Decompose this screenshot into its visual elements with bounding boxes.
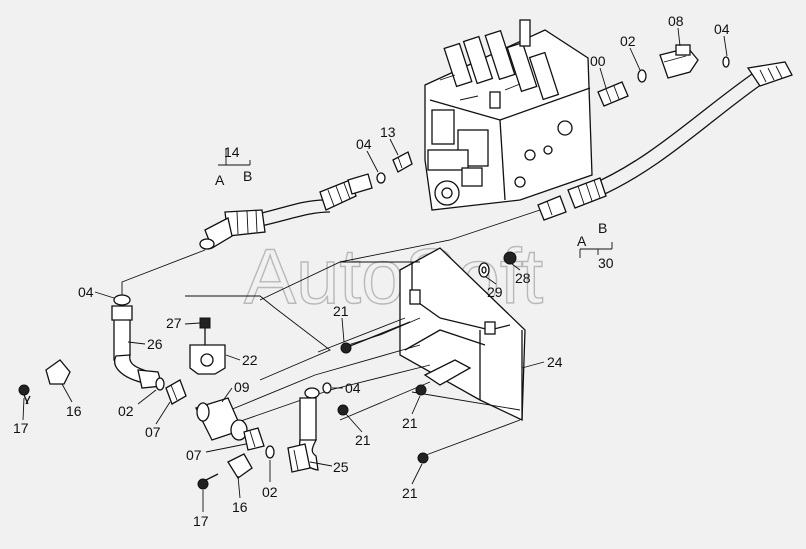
label-02-lower: 02 [262, 484, 278, 500]
o-ring-02-top [637, 69, 647, 83]
bolt-21-mid [337, 404, 349, 416]
fitting-07-left [165, 379, 187, 405]
label-21-top: 21 [333, 303, 349, 319]
label-04-left: 04 [78, 284, 94, 300]
label-22: 22 [242, 352, 258, 368]
control-valve [424, 19, 593, 211]
fitting-07-lower [243, 427, 265, 451]
clip-16-lower [227, 453, 253, 479]
label-24: 24 [547, 354, 563, 370]
pipe-25 [287, 387, 320, 473]
callout-labels: 08 04 00 02 13 04 14 A B A B 30 29 28 04… [13, 13, 730, 529]
hose-30 [537, 61, 793, 221]
label-04-top-right: 04 [714, 21, 730, 37]
nut-28 [503, 251, 517, 265]
label-29: 29 [487, 284, 503, 300]
label-02-left: 02 [118, 403, 134, 419]
label-27: 27 [166, 315, 182, 331]
label-leaders [22, 27, 728, 512]
label-21-mid-right: 21 [402, 415, 418, 431]
label-13: 13 [380, 124, 396, 140]
pipe-26 [111, 294, 163, 389]
label-28: 28 [515, 270, 531, 286]
fitting-08 [659, 44, 699, 79]
label-16-lower: 16 [232, 499, 248, 515]
clip-16-left [45, 359, 71, 385]
bolt-21-top [340, 321, 411, 354]
label-A-left: A [215, 172, 225, 188]
leader-lines [121, 148, 613, 459]
o-ring-04-mid [376, 172, 386, 184]
label-09: 09 [234, 379, 250, 395]
label-26: 26 [147, 336, 163, 352]
coupling-09 [195, 397, 248, 441]
bracket-24 [399, 247, 526, 422]
o-ring-04-top [722, 56, 730, 68]
clamp-22 [189, 344, 226, 375]
hose-14 [199, 173, 373, 250]
label-16-left: 16 [66, 403, 82, 419]
label-02-top: 02 [620, 33, 636, 49]
o-ring-04-lower [322, 382, 332, 394]
label-00: 00 [590, 53, 606, 69]
label-21-bottom: 21 [402, 485, 418, 501]
label-30: 30 [598, 255, 614, 271]
label-07-left: 07 [145, 424, 161, 440]
bolt-17-lower [197, 473, 219, 490]
label-17-left: 17 [13, 420, 29, 436]
bolt-21-mid-right [415, 384, 427, 396]
label-14: 14 [224, 144, 240, 160]
bolt-21-bottom [417, 452, 429, 464]
label-A-right: A [577, 233, 587, 249]
fitting-13 [392, 151, 413, 173]
o-ring-02-left [155, 377, 165, 391]
label-07-lower: 07 [186, 447, 202, 463]
fitting-00 [597, 81, 629, 107]
label-04-mid: 04 [356, 136, 372, 152]
label-B-right: B [598, 220, 607, 236]
washer-29 [478, 262, 490, 278]
label-17-lower: 17 [193, 513, 209, 529]
label-21-mid: 21 [355, 432, 371, 448]
label-B-left: B [243, 168, 252, 184]
bolt-27 [199, 317, 211, 348]
o-ring-02-lower [265, 445, 275, 459]
label-08: 08 [668, 13, 684, 29]
bolt-17-left [18, 384, 31, 405]
label-04-lower: 04 [345, 380, 361, 396]
label-25: 25 [333, 459, 349, 475]
